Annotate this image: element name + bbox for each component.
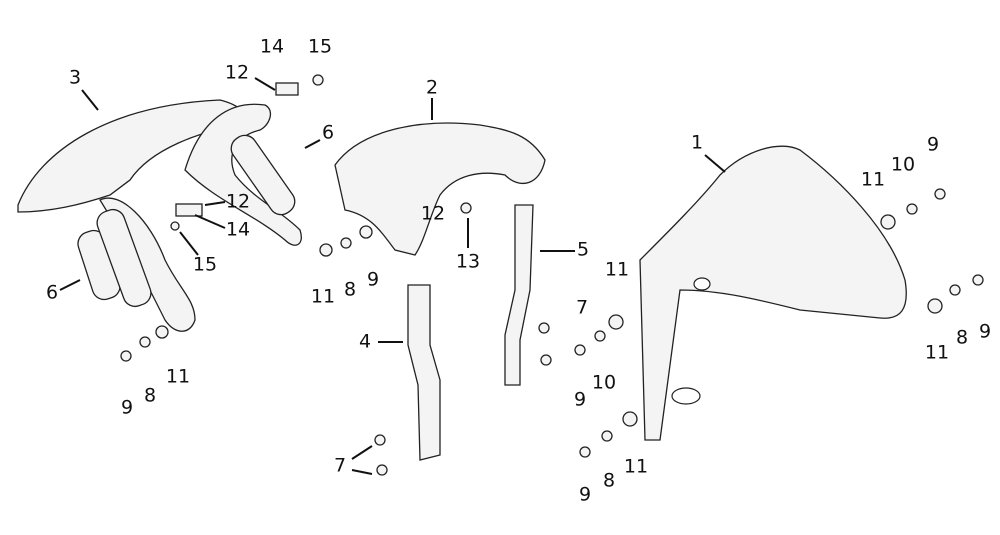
callout-11: 11 [860,168,886,191]
callout-8: 8 [955,326,969,349]
callout-12: 12 [224,61,250,84]
callout-9: 9 [578,483,592,506]
callout-10: 10 [591,371,617,394]
callout-10: 10 [890,153,916,176]
callout-12: 12 [420,202,446,225]
callout-12: 12 [225,190,251,213]
part-6-reflector-right [230,134,296,216]
hardware [120,74,984,476]
callout-8: 8 [343,278,357,301]
leader-lines [59,77,726,475]
callout-14: 14 [259,35,285,58]
callout-6: 6 [45,281,59,304]
callout-8: 8 [143,384,157,407]
callout-9: 9 [366,268,380,291]
callout-13: 13 [455,250,481,273]
callout-8: 8 [602,469,616,492]
callout-1: 1 [690,131,704,154]
callout-7: 7 [575,296,589,319]
callout-11: 11 [604,258,630,281]
callout-15: 15 [307,35,333,58]
callout-9: 9 [978,320,992,343]
part-1-rear-fender [639,145,907,441]
part-5-bracket [504,204,534,386]
callout-2: 2 [425,76,439,99]
callout-6: 6 [321,121,335,144]
callout-11: 11 [310,285,336,308]
callout-7: 7 [333,454,347,477]
callout-9: 9 [926,133,940,156]
rear-fender-hole-small [693,277,711,291]
callout-9: 9 [573,388,587,411]
part-2-mudguard [334,122,546,256]
rear-fender-hole [671,387,701,405]
callout-14: 14 [225,218,251,241]
callout-9: 9 [120,396,134,419]
callout-11: 11 [924,341,950,364]
part-4-bracket [407,284,441,461]
callout-4: 4 [358,330,372,353]
callout-5: 5 [576,238,590,261]
callout-3: 3 [68,66,82,89]
part-fender-window [96,208,152,308]
callout-15: 15 [192,253,218,276]
callout-11: 11 [623,455,649,478]
callout-11: 11 [165,365,191,388]
